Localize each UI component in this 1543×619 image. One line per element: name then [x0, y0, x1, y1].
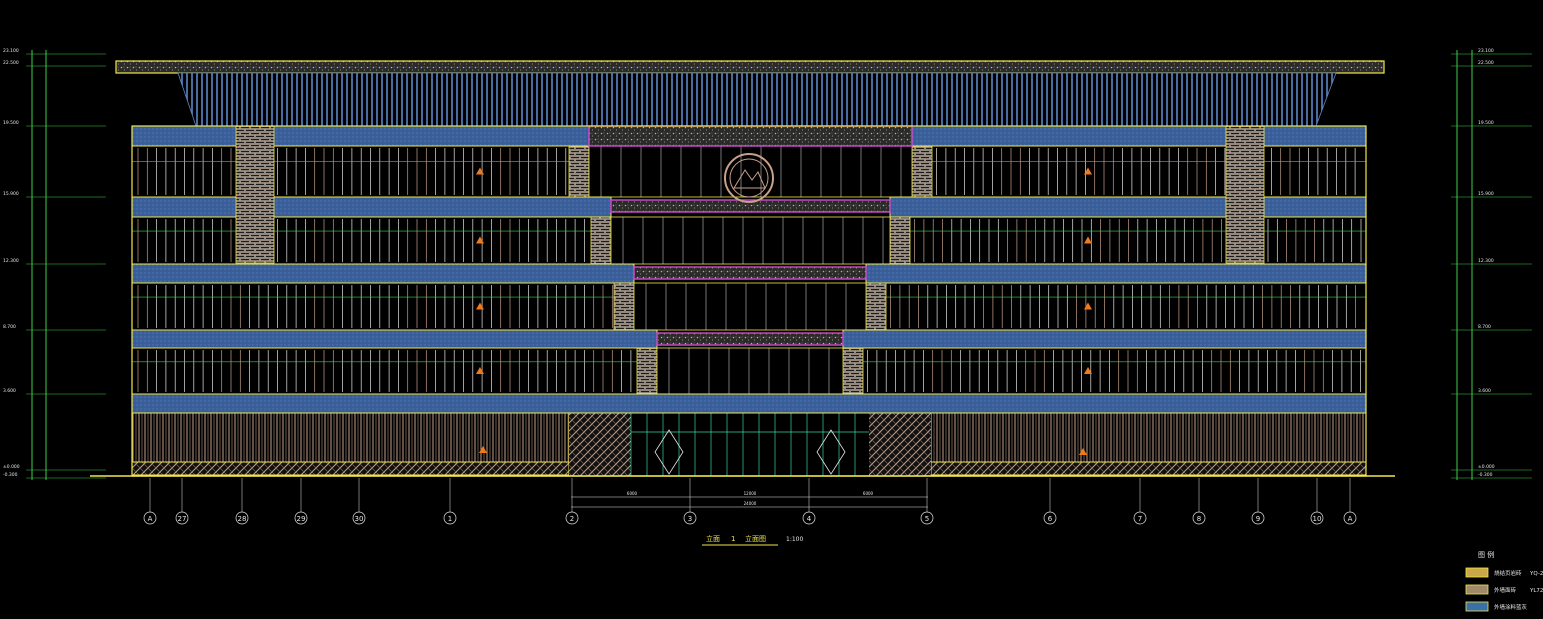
- axis-label: 2: [570, 515, 574, 523]
- axis-bubble: [235, 511, 249, 525]
- axis-label: A: [1348, 515, 1353, 523]
- building-facade: [131, 125, 1367, 477]
- axis-bubble: [1133, 511, 1147, 525]
- axis-label: 5: [925, 515, 929, 523]
- axis-bubble: [1192, 511, 1206, 525]
- axis-label: 4: [807, 515, 812, 523]
- level-label: 12.300: [3, 258, 19, 264]
- level-label: 19.500: [1478, 120, 1494, 126]
- dimension-label: 12000: [744, 491, 757, 496]
- axis-label: 29: [297, 515, 306, 523]
- level-label: 23.100: [3, 48, 19, 54]
- title-num: 1: [731, 535, 735, 543]
- legend-swatch: [1465, 567, 1489, 578]
- roof-canopy: [115, 60, 1385, 127]
- axis-label: 8: [1197, 515, 1201, 523]
- dimension-label: 6000: [863, 491, 874, 496]
- legend-swatch: [1465, 601, 1489, 612]
- axis-label: 3: [688, 515, 692, 523]
- level-label: 3.600: [1478, 388, 1491, 394]
- legend-code: YQ-2: [1529, 571, 1543, 577]
- axis-bubble: [294, 511, 308, 525]
- level-label: -0.300: [1478, 472, 1493, 478]
- level-label: 12.300: [1478, 258, 1494, 264]
- legend: 图 例 烧结页岩砖 YQ-2 外墙面砖 YL72 外墙涂料蓝灰: [1465, 550, 1543, 612]
- axis-bubble: [802, 511, 816, 525]
- level-label: 22.500: [3, 60, 19, 66]
- level-label: 23.100: [1478, 48, 1494, 54]
- axis-bubble: [565, 511, 579, 525]
- level-label: 19.500: [3, 120, 19, 126]
- level-markers-right: 23.100 22.500 19.500 15.900 12.300 8.700 3.600…: [1451, 48, 1532, 480]
- level-markers-left: 23.100 22.500 19.500 15.900 12.300 8.700 3.600…: [3, 48, 106, 480]
- level-label: 22.500: [1478, 60, 1494, 66]
- axis-bubble: [352, 511, 366, 525]
- axis-bubble: [1251, 511, 1265, 525]
- axis-bubble: [1043, 511, 1057, 525]
- axis-label: A: [148, 515, 153, 523]
- drawing-title: 立面 1 立面图 1:100: [702, 534, 803, 546]
- axis-label: 9: [1256, 515, 1260, 523]
- legend-label: 烧结页岩砖: [1494, 569, 1522, 577]
- level-label: 3.600: [3, 388, 16, 394]
- title-scale: 1:100: [786, 536, 803, 543]
- legend-swatch: [1465, 584, 1489, 595]
- title-main: 立面: [706, 534, 720, 543]
- axis-bubbles: A 27 28 29 30 1 2 3 4 5 6 7 8 9 10 A: [143, 478, 1357, 525]
- dimension-label: 6000: [627, 491, 638, 496]
- axis-bubble: [143, 511, 157, 525]
- dimension-label: 24000: [744, 501, 757, 506]
- axis-label: 30: [355, 515, 364, 523]
- title-sub: 立面图: [745, 534, 766, 543]
- axis-label: 28: [238, 515, 247, 523]
- level-label: ±0.000: [3, 464, 20, 470]
- axis-bubble: [175, 511, 189, 525]
- axis-bubble: [1343, 511, 1357, 525]
- axis-bubble: [920, 511, 934, 525]
- legend-label: 外墙涂料蓝灰: [1494, 603, 1528, 611]
- axis-label: 7: [1138, 515, 1142, 523]
- level-label: 15.900: [1478, 191, 1494, 197]
- legend-code: YL72: [1529, 588, 1543, 594]
- axis-label: 6: [1048, 515, 1053, 523]
- axis-label: 10: [1313, 515, 1322, 523]
- legend-label: 外墙面砖: [1494, 586, 1517, 594]
- axis-bubble: [443, 511, 457, 525]
- axis-label: 27: [178, 515, 187, 523]
- level-label: 15.900: [3, 191, 19, 197]
- axis-bubble: [1310, 511, 1324, 525]
- level-label: 8.700: [1478, 324, 1491, 330]
- axis-bubble: [683, 511, 697, 525]
- dimension-lines: 6000 12000 6000 24000: [571, 491, 928, 508]
- school-emblem: [724, 153, 774, 203]
- axis-label: 1: [448, 515, 452, 523]
- legend-title: 图 例: [1478, 550, 1494, 559]
- level-label: -0.300: [3, 472, 18, 478]
- level-label: ±0.000: [1478, 464, 1495, 470]
- level-label: 8.700: [3, 324, 16, 330]
